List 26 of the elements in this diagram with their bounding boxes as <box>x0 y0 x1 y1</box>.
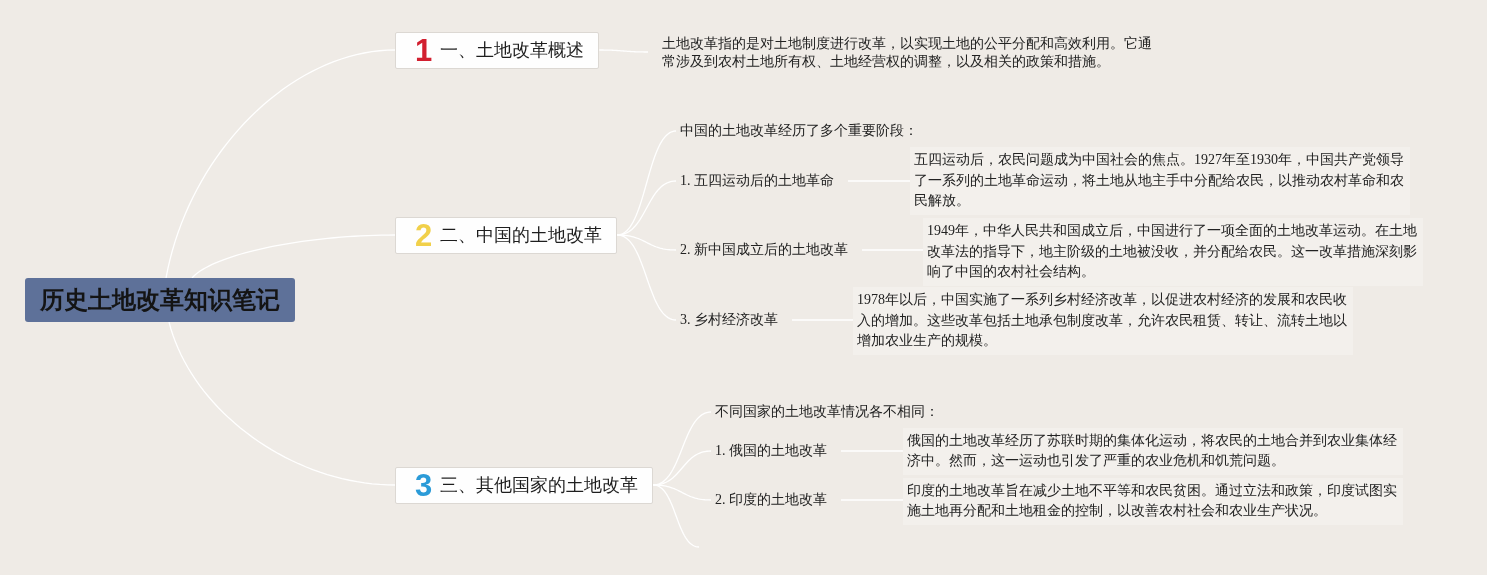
topic-text: 1. 五四运动后的土地革命 <box>676 171 848 191</box>
note-text: 印度的土地改革旨在减少土地不平等和农民贫困。通过立法和政策，印度试图实施土地再分配和土地租金的控制，以改善农村社会和农业生产状况。 <box>903 477 1403 525</box>
topic-text: 不同国家的土地改革情况各不相同： <box>711 402 953 422</box>
note-text: 1978年以后，中国实施了一系列乡村经济改革，以促进农村经济的发展和农民收入的增加。这些改革包括土地承包制度改革，允许农民租赁、转让、流转土地以增加农业生产的规模。 <box>853 287 1353 355</box>
number-marker: 2 <box>415 219 433 251</box>
topic-text: 中国的土地改革经历了多个重要阶段： <box>676 121 932 141</box>
topic-title: 二、中国的土地改革 <box>440 224 603 246</box>
branch-topic <box>395 216 618 254</box>
topic-title: 三、其他国家的土地改革 <box>440 474 639 496</box>
connector-line <box>168 321 396 486</box>
branch-topic <box>395 31 600 69</box>
topic-text: 土地改革指的是对土地制度进行改革，以实现土地的公平分配和高效利用。它通常涉及到农村土地所有权、土地经营权的调整，以及相关的政策和措施。 <box>648 34 1156 70</box>
topic-text: 2. 新中国成立后的土地改革 <box>676 240 862 260</box>
topic-text: 3. 乡村经济改革 <box>676 310 792 330</box>
number-marker: 3 <box>415 469 433 501</box>
note-text: 俄国的土地改革经历了苏联时期的集体化运动，将农民的土地合并到农业集体经济中。然而，这一运动也引发了严重的农业危机和饥荒问题。 <box>903 427 1403 475</box>
topic-title: 一、土地改革概述 <box>440 39 585 61</box>
note-text: 五四运动后，农民问题成为中国社会的焦点。1927年至1930年，中国共产党领导了一系列的土地革命运动，将土地从地主手中分配给农民，以推动农村革命和农民解放。 <box>910 147 1410 215</box>
branch-topic <box>395 466 654 504</box>
topic-text: 1. 俄国的土地改革 <box>711 441 841 461</box>
note-text: 1949年，中华人民共和国成立后，中国进行了一项全面的土地改革运动。在土地改革法的指导下，地主阶级的土地被没收，并分配给农民。这一改革措施深刻影响了中国的农村社会结构。 <box>923 218 1423 286</box>
connector-line <box>165 49 396 279</box>
topic-text: 2. 印度的土地改革 <box>711 490 841 510</box>
connector-line <box>191 234 396 279</box>
central-topic: 历史土地改革知识笔记 <box>25 278 295 322</box>
number-marker: 1 <box>415 34 433 66</box>
